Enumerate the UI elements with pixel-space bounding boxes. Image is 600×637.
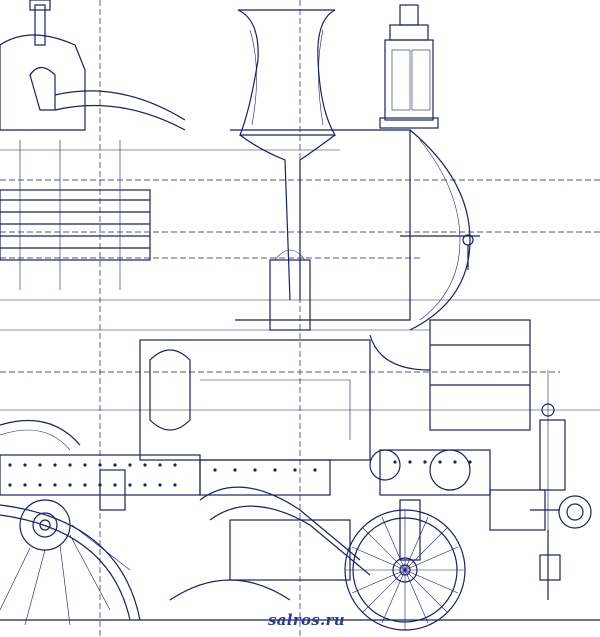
boiler-barrel [0, 140, 151, 290]
upper-wheel-arc [0, 419, 81, 451]
front-handrail [400, 234, 480, 270]
bogie-wheel [344, 509, 466, 631]
chimney [237, 9, 337, 301]
steam-dome [0, 0, 186, 131]
frame-and-piping [99, 339, 471, 581]
middle-wheel-arc [0, 579, 600, 621]
running-board [369, 319, 531, 431]
headlamp [379, 4, 439, 129]
watermark-text: salros.ru [268, 611, 345, 629]
cylinder-block [0, 449, 491, 496]
driving-wheel-left [0, 499, 141, 626]
buffers [489, 403, 592, 600]
smokebox [230, 129, 471, 331]
